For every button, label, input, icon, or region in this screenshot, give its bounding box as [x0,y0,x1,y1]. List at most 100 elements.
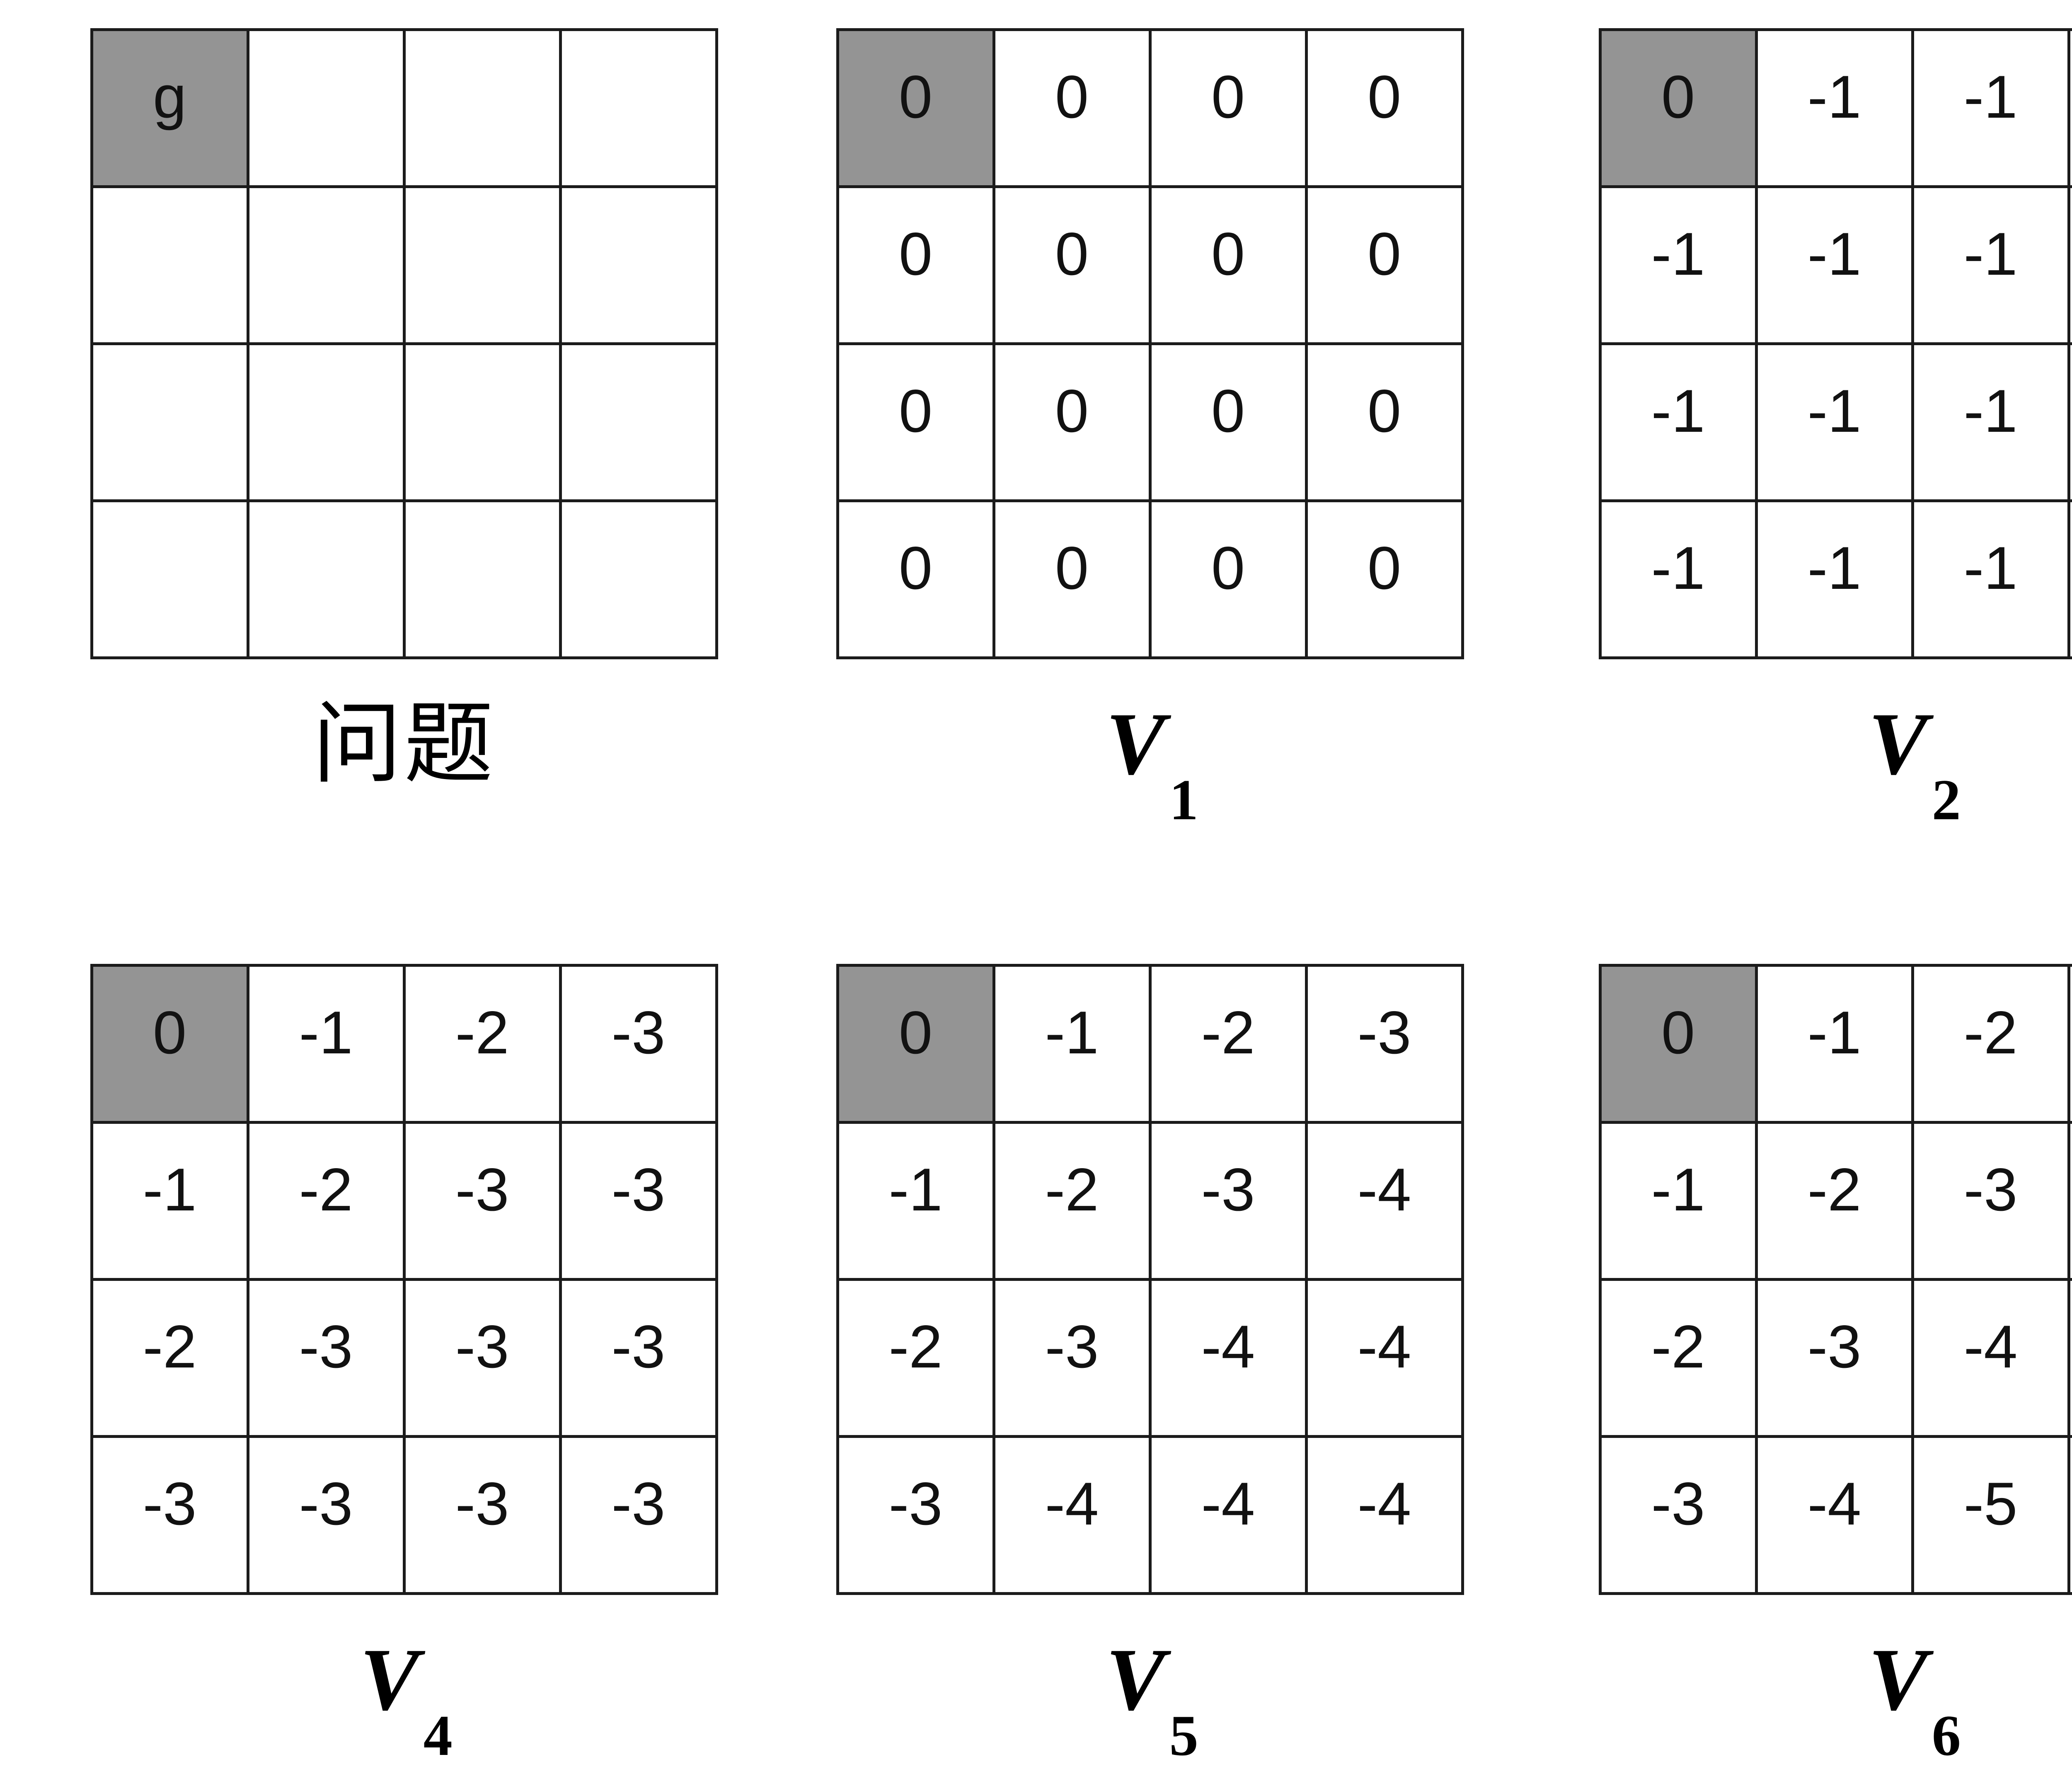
grid-cell-value: -3 [1651,1470,1705,1537]
grid-cell-r1c2: -1 [246,964,406,1124]
grid-cell-r3c2: 0 [992,342,1152,502]
grid-cell-r1c1: g [90,28,249,188]
grid-row: -3-4-4-4 [836,1435,1464,1595]
grid-cell-value: 0 [1055,220,1089,288]
grid-cell-r2c3 [402,185,562,345]
grid-cell-r1c3 [402,28,562,188]
grid-cell-r1c2 [246,28,406,188]
grid-cell-r2c4: 0 [1305,185,1464,345]
grid-cell-value: -1 [1045,999,1099,1066]
grid-cell-value: -1 [1807,377,1861,445]
grid-cell-r4c4: -4 [1305,1435,1464,1595]
grid-cell-r2c3: 0 [1148,185,1308,345]
grid-cell-r4c3: -4 [1148,1435,1308,1595]
grid-cell-r3c3: -4 [1148,1278,1308,1438]
grid-cell-r4c4 [559,499,718,659]
grid-cell-value: -4 [1963,1313,2018,1380]
grid-cell-r1c2: -1 [992,964,1152,1124]
grid-cell-r1c2: 0 [992,28,1152,188]
grid-cell-r1c2: -1 [1755,28,1914,188]
grid-cell-value: -3 [611,999,666,1066]
grid-cell-r4c4: -5 [2067,1435,2072,1595]
grid-row: 0-1-1-1 [1598,28,2072,188]
grid-cell-r3c4: -5 [2067,1278,2072,1438]
grid-row: -3-4-5-5 [1598,1435,2072,1595]
grid-cell-r2c1: -1 [90,1121,249,1281]
grid-cell-value: 0 [1661,999,1695,1066]
grid-cell-value: -2 [1201,999,1255,1066]
grid-cell-r2c2 [246,185,406,345]
grid-cell-r3c4: -3 [559,1278,718,1438]
grid-cell-r3c4 [559,342,718,502]
grid-cell-value: -2 [1045,1156,1099,1223]
panel-label-text: V [360,1630,419,1729]
grid-cell-value: 0 [898,63,933,131]
panel-problem: g 问题 [39,28,769,819]
grid-cell-r3c2: -1 [1755,342,1914,502]
grid-cell-value: -3 [888,1470,943,1537]
grid-cell-value: -4 [1357,1156,1411,1223]
grid-cell-r1c4 [559,28,718,188]
panel-label-text: V [1868,1630,1928,1729]
grid-cell-value: -4 [1201,1470,1255,1537]
grid-cell-r4c1 [90,499,249,659]
grid-cell-r3c3 [402,342,562,502]
grid-cell-value: -2 [1651,1313,1705,1380]
grid-cell-value: 0 [1367,63,1402,131]
grid-cell-r3c2 [246,342,406,502]
grid-cell-r4c2 [246,499,406,659]
grid-cell-value: 0 [1211,534,1245,602]
grid-cell-r2c4 [559,185,718,345]
grid-cell-value: 0 [898,220,933,288]
grid-cell-r3c4: -1 [2067,342,2072,502]
grid-cell-value: 0 [898,999,933,1066]
grid-cell-value: -2 [888,1313,943,1380]
grid-cell-r3c2: -3 [992,1278,1152,1438]
grid-cell-r1c1: 0 [90,964,249,1124]
grid-row: -1-2-3-3 [90,1121,718,1281]
grid-cell-r2c3: -3 [1148,1121,1308,1281]
grid-cell-value: 0 [1367,220,1402,288]
value-grid-V2: 0-1-1-1-1-1-1-1-1-1-1-1-1-1-1-1 [1598,28,2072,659]
grid-cell-r4c4: -3 [559,1435,718,1595]
grid-cell-value: -5 [2070,1438,2072,1534]
grid-cell-value: 0 [1055,534,1089,602]
grid-row: 0-1-2-3 [90,964,718,1124]
grid-cell-r2c4: -3 [559,1121,718,1281]
panel-v6: 0-1-2-3-1-2-3-4-2-3-4-5-3-4-5-5V6 [1531,964,2072,1765]
grid-cell-value: -2 [299,1156,353,1223]
grid-cell-value: 0 [1661,63,1695,131]
grid-cell-value: -3 [1807,1313,1861,1380]
grid-row [90,499,718,659]
grid-row [90,342,718,502]
grid-cell-value: -3 [455,1470,509,1537]
grid-cell-r1c1: 0 [1598,964,1758,1124]
grid-cell-value: -2 [1963,999,2018,1066]
grid-cell-value: -1 [299,999,353,1066]
grid-cell-r1c3: 0 [1148,28,1308,188]
grid-row: -2-3-4-4 [836,1278,1464,1438]
grid-cell-r3c3: -1 [1911,342,2070,502]
grid-cell-r3c1 [90,342,249,502]
grid-cell-r4c1: -1 [1598,499,1758,659]
grid-cell-value: -1 [2070,188,2072,284]
value-grid-V5: 0-1-2-3-1-2-3-4-2-3-4-4-3-4-4-4 [836,964,1464,1595]
grid-cell-r2c4: -4 [1305,1121,1464,1281]
grid-cell-value: -3 [455,1313,509,1380]
grid-cell-value: 0 [1367,377,1402,445]
grid-cell-r1c1: 0 [836,28,995,188]
grid-row: -1-2-3-4 [836,1121,1464,1281]
panel-label-subscript: 2 [1932,768,1961,832]
grid-cell-value: -1 [1963,534,2018,602]
grid-cell-r3c3: -3 [402,1278,562,1438]
grid-cell-r4c3: -5 [1911,1435,2070,1595]
grid-cell-value: -1 [1651,377,1705,445]
